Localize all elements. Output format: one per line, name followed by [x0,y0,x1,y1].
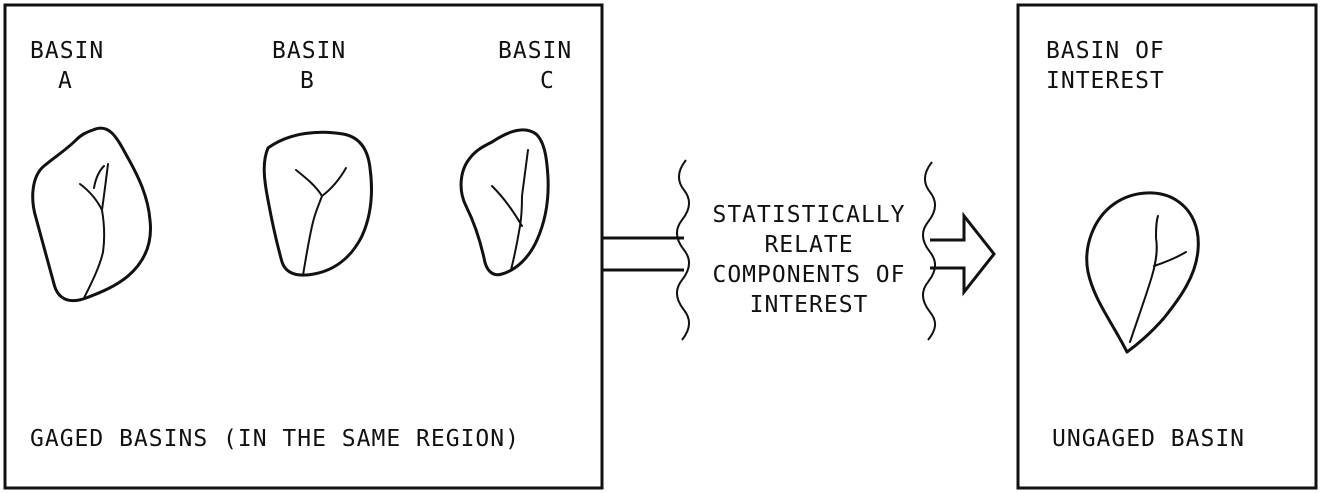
process-description: STATISTICALLY RELATE COMPONENTS OF INTER… [692,200,926,320]
ungaged-basin-outline [1085,191,1200,354]
arrow-to-ungaged-basin [930,211,996,297]
ungaged-basin-caption: UNGAGED BASIN [1052,426,1246,452]
basin-a-label-line1: BASIN [30,38,105,64]
basin-b-outline [262,130,373,277]
left-wavy-brace [676,159,690,341]
basin-b-label: BASIN B [272,36,362,96]
gaged-basins-caption: GAGED BASINS (IN THE SAME REGION) [30,426,520,452]
basin-c-label-line2: C [540,68,555,94]
ungaged-basin-stream [1129,215,1187,343]
gaged-basins-frame [3,3,604,490]
basin-a-label-line2: A [58,68,73,94]
basin-a-label: BASIN A [30,36,120,96]
basin-c-outline [459,128,550,277]
basin-b-label-line1: BASIN [272,38,347,64]
right-wavy-brace [922,161,936,341]
basin-a-stream [79,163,109,299]
basin-of-interest-heading: BASIN OF INTEREST [1046,36,1165,96]
process-line-2: RELATE [764,232,854,258]
basin-of-interest-line1: BASIN OF [1046,38,1165,64]
basin-c-label-line1: BASIN [498,38,573,64]
basin-c-label: BASIN C [498,36,588,96]
basin-b-label-line2: B [300,68,315,94]
basin-b-stream [295,167,347,276]
basin-a-outline [31,126,152,303]
ungaged-basin-frame [1016,3,1318,490]
basin-of-interest-line2: INTEREST [1046,68,1165,94]
process-line-4: INTEREST [749,292,869,318]
process-line-1: STATISTICALLY [712,202,906,228]
process-line-3: COMPONENTS OF [712,262,906,288]
basin-c-stream [491,149,529,271]
